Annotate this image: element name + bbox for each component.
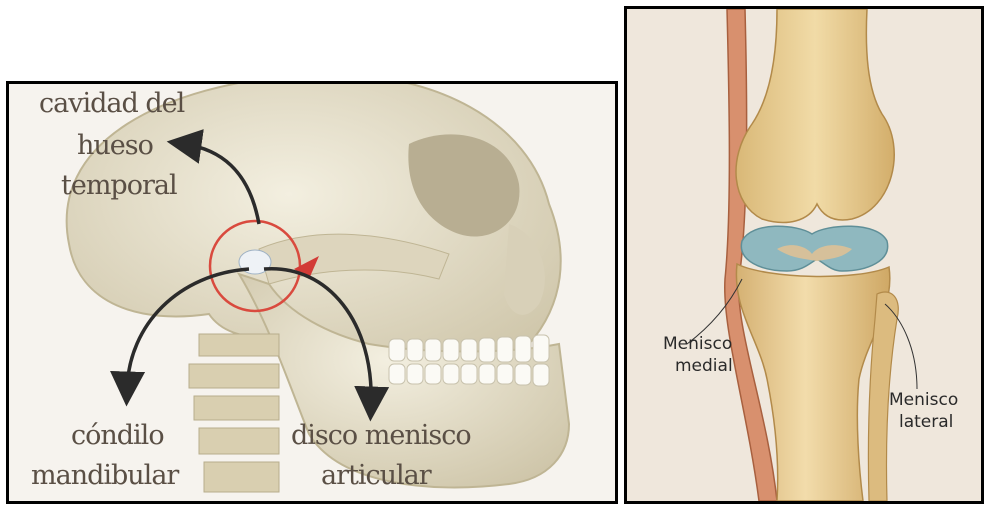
label-disc-line2: articular: [321, 460, 432, 491]
label-cavity-line1: cavidad del: [39, 88, 185, 119]
label-medial-line2: medial: [675, 356, 733, 376]
femur: [736, 9, 894, 223]
tmj-illustration-panel: cavidad del hueso temporal cóndilo mandi…: [6, 81, 618, 504]
label-lateral-line1: Menisco: [889, 390, 958, 410]
meniscus: [741, 226, 887, 271]
upper-teeth: [389, 335, 549, 362]
label-disc-line1: disco menisco: [291, 420, 471, 451]
lower-teeth: [389, 364, 549, 386]
label-lateral-line2: lateral: [899, 412, 953, 432]
label-cavity-line3: temporal: [61, 170, 177, 201]
label-condyle-line2: mandibular: [31, 460, 179, 491]
label-condyle-line1: cóndilo: [71, 420, 164, 451]
skull-illustration: cavidad del hueso temporal cóndilo mandi…: [9, 84, 615, 501]
label-cavity-line2: hueso: [77, 130, 153, 161]
label-medial-line1: Menisco: [663, 334, 732, 354]
cervical-spine: [189, 334, 279, 492]
knee-illustration-panel: Menisco medial Menisco lateral: [624, 6, 984, 504]
knee-illustration: Menisco medial Menisco lateral: [627, 9, 981, 501]
